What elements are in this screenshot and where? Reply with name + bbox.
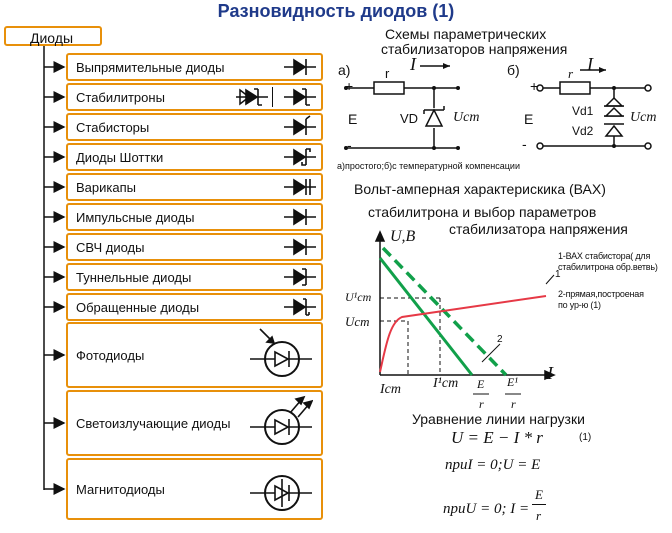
diode-type-label: Магнитодиоды (76, 482, 165, 497)
e1-over-r-den: r (511, 397, 516, 411)
diode-type-label: Варикапы (76, 180, 136, 195)
minus-b: - (522, 136, 527, 152)
legend-1-line2: стабилитрона обр.ветвь) (558, 262, 658, 272)
vd-label: VD (400, 111, 419, 126)
diode-type-led: Светоизлучающие диоды (66, 390, 323, 456)
schemes-title-line1: Схемы параметрических (385, 26, 547, 42)
diode-type-label: Фотодиоды (76, 348, 145, 363)
zener-diode-icon (280, 85, 320, 114)
diode-type-photodiode: Фотодиоды (66, 322, 323, 388)
rectifier-diode-icon (280, 55, 320, 84)
microwave-diode-icon (280, 235, 320, 264)
diode-type-stabistor: Стабисторы (66, 113, 323, 141)
resistor-r-a: r (385, 66, 390, 81)
equation-3-num: E (535, 487, 543, 502)
i1-st-label: I¹cm (433, 376, 459, 391)
u-st-a: Uст (453, 110, 480, 125)
varicap-icon (280, 175, 320, 204)
backward-diode-icon (280, 295, 320, 324)
plus-a: + (345, 78, 354, 94)
minus-a: - (347, 137, 352, 153)
vax-title-line2: стабилитрона и выбор параметров (368, 204, 597, 220)
pulse-diode-icon (280, 205, 320, 234)
legend-2-line1: 2-прямая,построеная (558, 289, 644, 299)
diode-type-label: СВЧ диоды (76, 240, 145, 255)
legend-2-line2: по ур-ю (1) (558, 300, 601, 310)
diode-type-label: Стабисторы (76, 120, 150, 135)
diode-type-magnetodiode: Магнитодиоды (66, 458, 323, 520)
vax-curve (379, 295, 547, 373)
diode-type-microwave: СВЧ диоды (66, 233, 323, 261)
diode-type-label: Обращенные диоды (76, 300, 200, 315)
e-over-r-num: E (477, 377, 485, 391)
e1-over-r-num: E¹ (507, 375, 518, 389)
vd2-label: Vd2 (572, 124, 594, 138)
diode-type-label: Диоды Шоттки (76, 150, 164, 165)
i-st-label: Icm (380, 382, 401, 397)
vax-title-line3: стабилизатора напряжения (449, 221, 628, 237)
resistor-r-b: r (568, 66, 574, 81)
tunnel-diode-icon (280, 265, 320, 294)
schemes-title-line2: стабилизаторов напряжения (381, 41, 568, 57)
current-i-b: I (587, 54, 593, 74)
x-axis-label: I (547, 363, 553, 383)
page-title: Разновидность диодов (1) (217, 1, 455, 21)
e-over-r-den: r (479, 397, 484, 411)
source-e-a: E (348, 111, 358, 127)
diode-type-label: Стабилитроны (76, 90, 165, 105)
magnetodiode-icon (243, 460, 313, 523)
diode-type-tunnel: Туннельные диоды (66, 263, 323, 291)
line-mark-2: 2 (497, 334, 503, 345)
u1-st-label: U¹cm (345, 290, 372, 304)
diode-type-schottky: Диоды Шоттки (66, 143, 323, 171)
icon-separator (272, 87, 273, 107)
double-zener-diode-icon (230, 85, 274, 114)
photodiode-icon (243, 324, 313, 391)
diode-type-zener: Стабилитроны (66, 83, 323, 111)
scheme-a-label: а) (338, 62, 351, 78)
equation-1: U = E − I * r (451, 428, 543, 447)
source-e-b: E (524, 111, 534, 127)
curve-mark-1: 1 (555, 269, 561, 280)
diode-type-rectifier: Выпрямительные диоды (66, 53, 323, 81)
diode-type-varicap: Варикапы (66, 173, 323, 201)
equation-title: Уравнение линии нагрузки (412, 411, 585, 427)
equation-3-den: r (536, 508, 542, 523)
vd1-label: Vd1 (572, 104, 594, 118)
load-line-solid (378, 257, 474, 376)
y-axis-label: U,B (390, 228, 416, 245)
root-node-diodes: Диоды (4, 26, 102, 46)
scheme-b-label: б) (507, 62, 520, 78)
stabistor-icon (280, 115, 320, 144)
equation-3-fraction-bar (532, 504, 546, 505)
diode-type-label: Выпрямительные диоды (76, 60, 225, 75)
u-st-b: Uст (630, 110, 657, 125)
schottky-diode-icon (280, 145, 320, 174)
equation-1-number: (1) (579, 432, 592, 443)
zener-vd-icon (423, 106, 445, 127)
zener-vd1-vd2-icon (604, 96, 624, 137)
u-st-label: Ucm (345, 314, 370, 329)
diode-type-label: Туннельные диоды (76, 270, 192, 285)
diode-type-label: Импульсные диоды (76, 210, 195, 225)
schemes-caption: а)простого;б)с температурной компенсации (337, 161, 520, 171)
plus-b: + (530, 78, 539, 94)
led-icon (243, 392, 314, 459)
diode-type-label: Светоизлучающие диоды (76, 416, 231, 431)
current-i-a: I (410, 54, 416, 74)
diode-type-pulse: Импульсные диоды (66, 203, 323, 231)
diode-type-backward: Обращенные диоды (66, 293, 323, 321)
equation-2: приI = 0;U = E (445, 457, 541, 473)
equation-3-prefix: приU = 0; I = (443, 501, 530, 517)
vax-title-line1: Вольт-амперная характерискика (ВАХ) (354, 181, 606, 197)
legend-1-line1: 1-ВАХ стабистора( для (558, 251, 651, 261)
